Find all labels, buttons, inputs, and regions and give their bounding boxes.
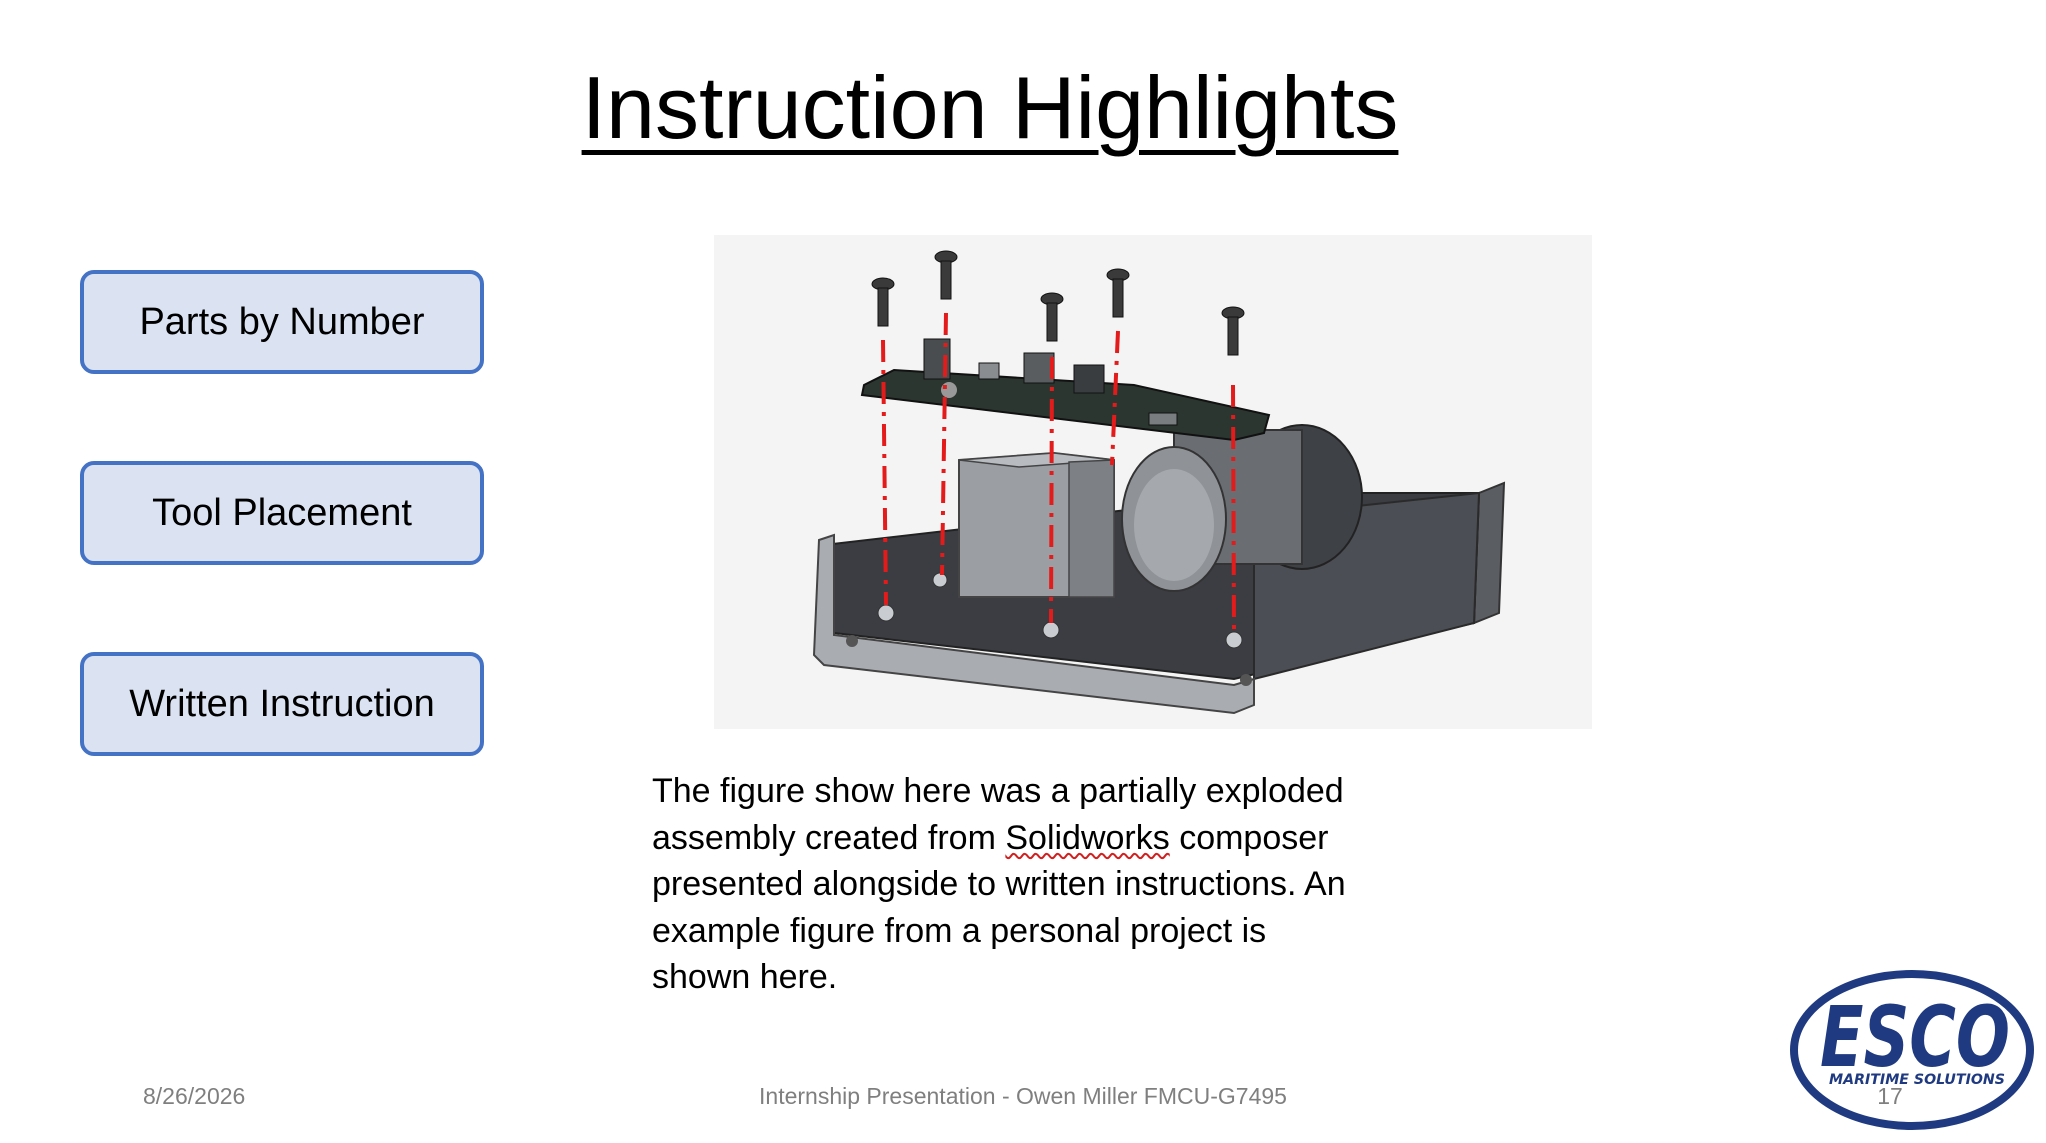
slide-title-text: Instruction Highlights <box>581 58 1399 157</box>
parts-by-number-button[interactable]: Parts by Number <box>80 270 484 374</box>
esco-logo-graphic: ESCO MARITIME SOLUTIONS <box>1790 970 2034 1130</box>
footer-presentation-info: Internship Presentation - Owen Miller FM… <box>759 1083 1287 1109</box>
slide-number: 17 <box>1877 1083 1903 1109</box>
spellcheck-flagged-word: Solidworks <box>1005 818 1170 857</box>
esco-maritime-logo: ESCO MARITIME SOLUTIONS <box>1789 966 2039 1130</box>
logo-wordmark: ESCO <box>1820 988 2010 1086</box>
written-instruction-button[interactable]: Written Instruction <box>80 652 484 756</box>
description-text-start: The figure show here was a partially exp… <box>652 772 1344 857</box>
tool-placement-button[interactable]: Tool Placement <box>80 461 484 565</box>
slide-title: Instruction Highlights <box>0 58 1980 157</box>
figure-description: The figure show here was a partially exp… <box>652 768 1372 1001</box>
logo-tagline: MARITIME SOLUTIONS <box>1829 1072 2005 1088</box>
exploded-assembly-figure <box>714 235 1592 729</box>
footer-date: 8/26/2026 <box>143 1083 246 1109</box>
description-text-end: composer presented alongside to written … <box>652 818 1346 997</box>
exploded-assembly-illustration <box>812 250 1506 715</box>
